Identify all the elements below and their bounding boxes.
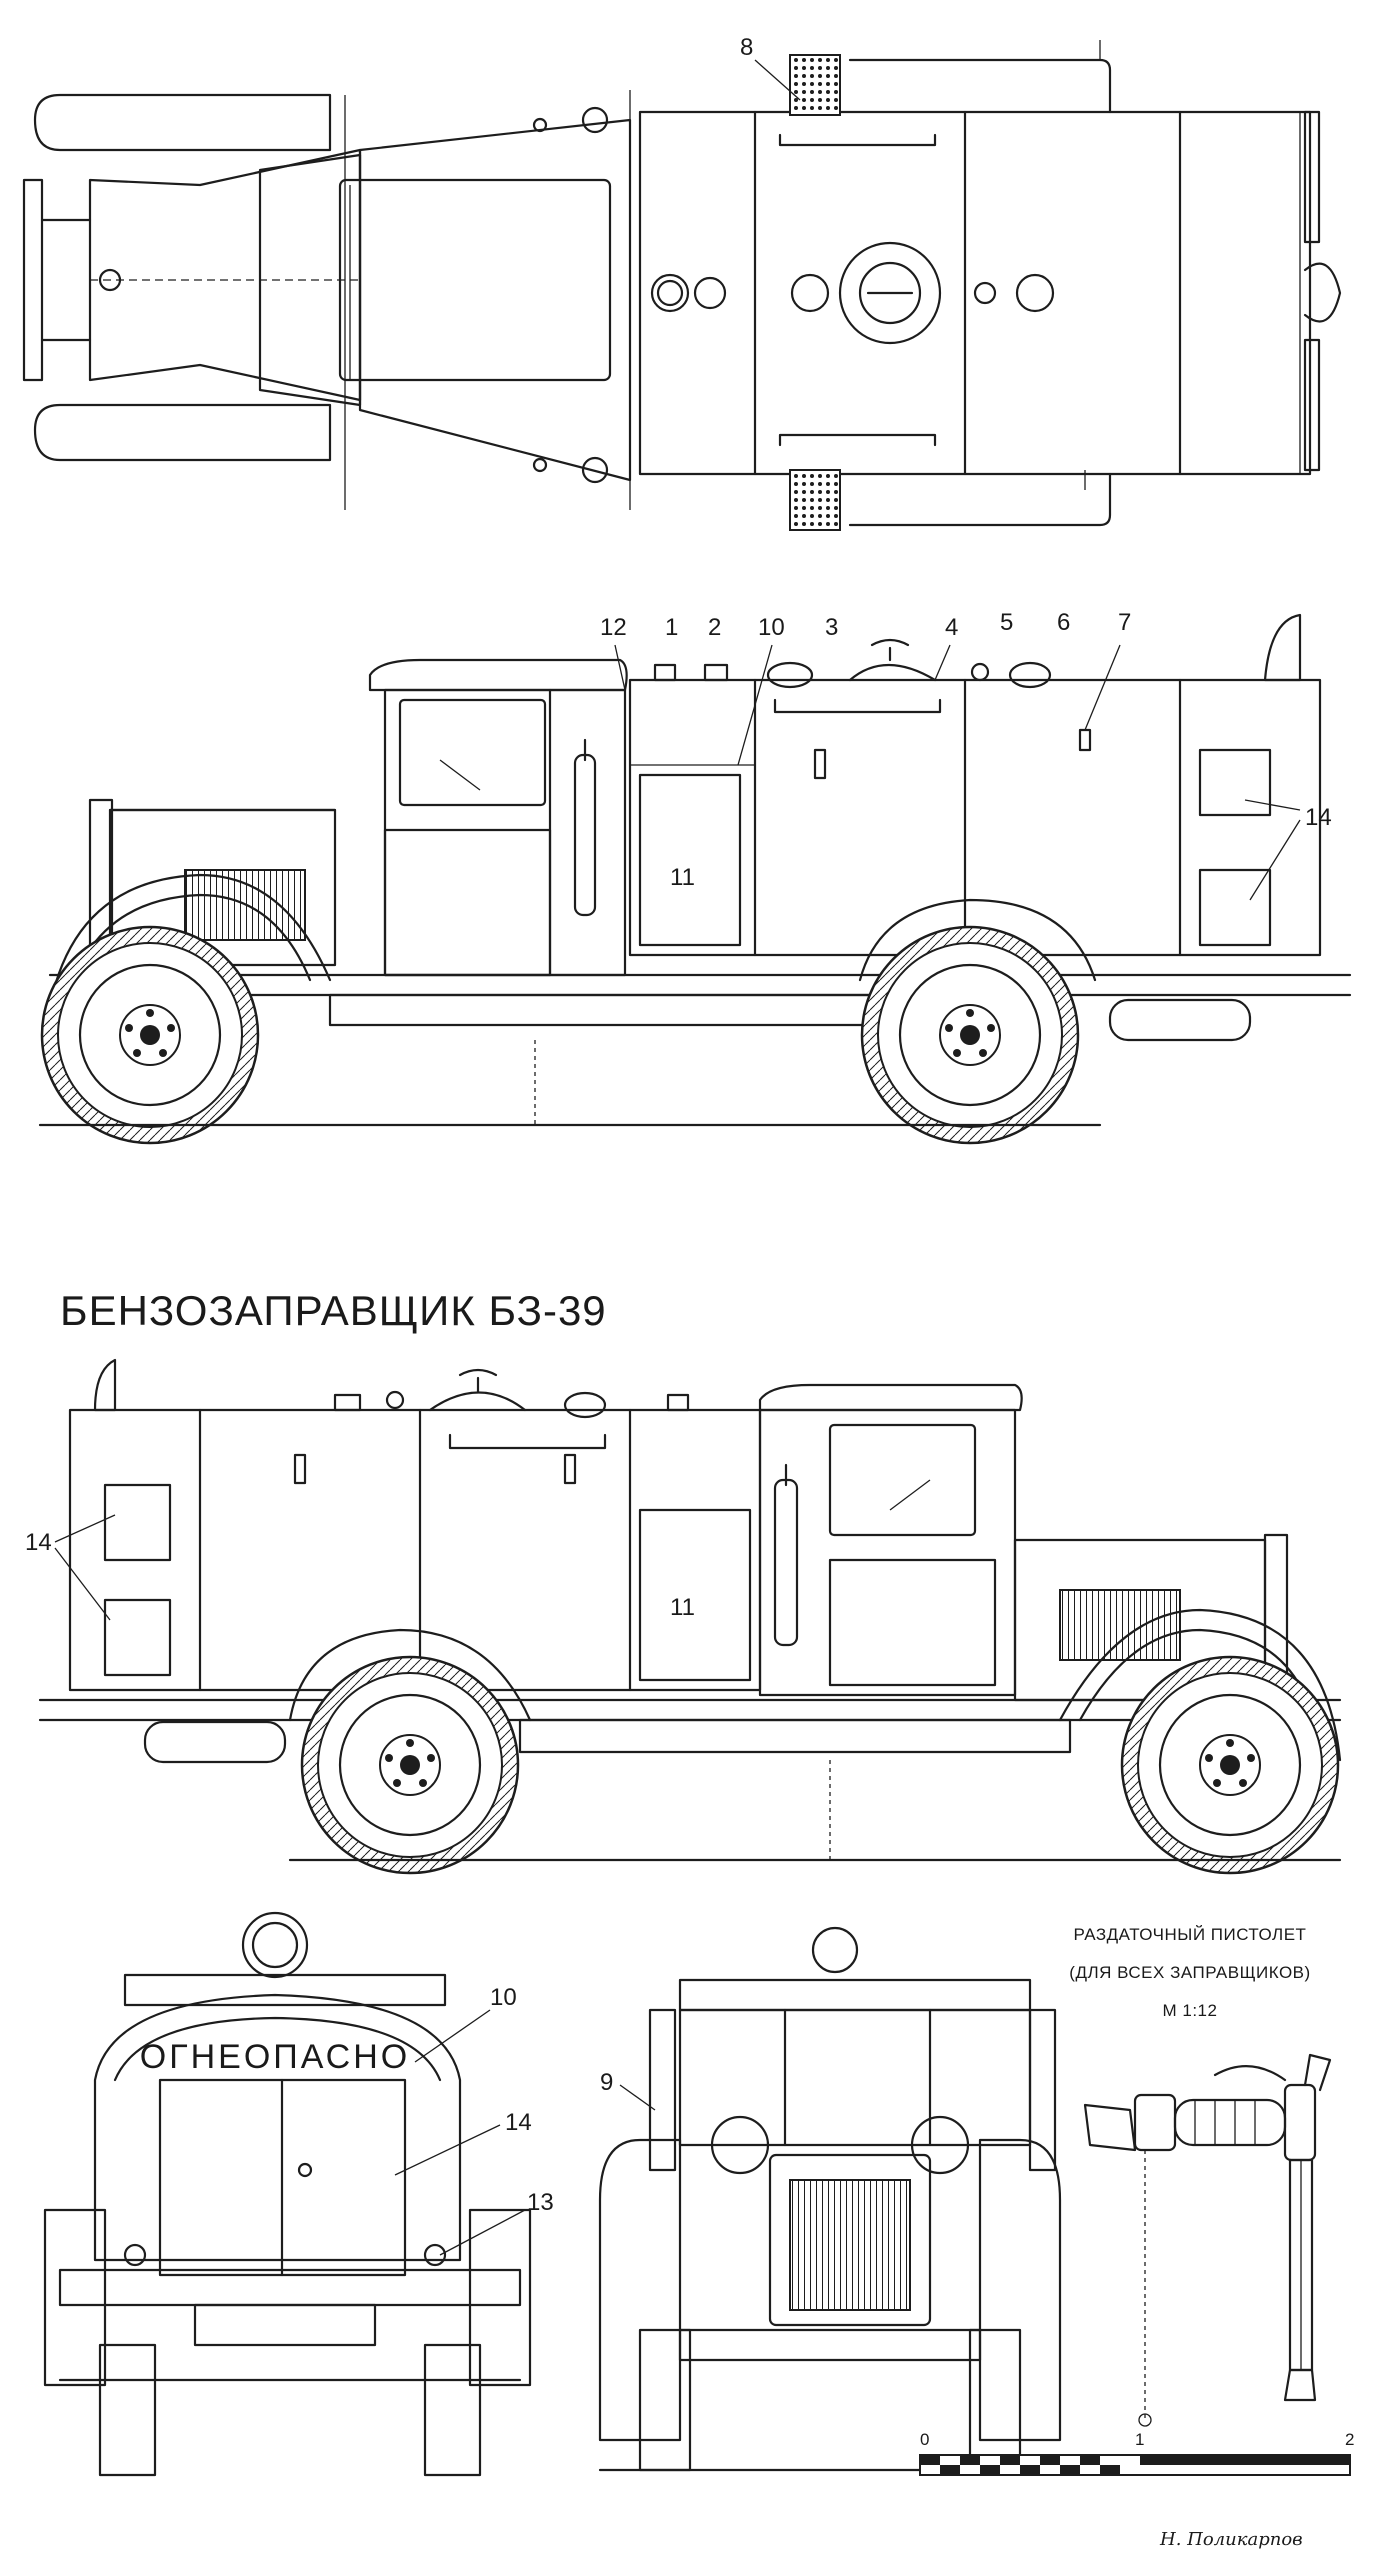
callout-1: 1 bbox=[665, 614, 678, 641]
callout-7: 7 bbox=[1118, 609, 1131, 636]
callout-11: 11 bbox=[670, 864, 695, 891]
scale-bar: 0 1 2 bbox=[919, 2430, 1355, 2476]
callout-14-right: 14 bbox=[25, 1529, 52, 1556]
front-plate-text: ОГНЕОПАСНО bbox=[140, 2038, 410, 2076]
nozzle-title: РАЗДАТОЧНЫЙ ПИСТОЛЕТ bbox=[1074, 1925, 1307, 1944]
callout-2: 2 bbox=[708, 614, 721, 641]
callouts-front: 9 bbox=[600, 2069, 656, 2111]
rear-view: ОГНЕОПАСНО bbox=[43, 1911, 532, 2477]
callouts-side-right: 14 11 bbox=[25, 1514, 695, 1621]
callout-13-rear: 13 bbox=[527, 2189, 554, 2216]
callout-5: 5 bbox=[1000, 609, 1013, 636]
side-view-right bbox=[38, 1358, 1342, 1875]
callout-10: 10 bbox=[758, 614, 785, 641]
callout-6: 6 bbox=[1057, 609, 1070, 636]
callout-14-rear: 14 bbox=[505, 2109, 532, 2136]
scale-label-2: 2 bbox=[1345, 2430, 1355, 2449]
nozzle-subtitle: (ДЛЯ ВСЕХ ЗАПРАВЩИКОВ) bbox=[1069, 1963, 1310, 1982]
drawing-title: БЕНЗОЗАПРАВЩИК БЗ-39 bbox=[60, 1287, 607, 1334]
side-view-left bbox=[38, 613, 1352, 1145]
nozzle-scale: М 1:12 bbox=[1163, 2001, 1218, 2020]
callout-9-front: 9 bbox=[600, 2069, 613, 2096]
callout-12: 12 bbox=[600, 614, 627, 641]
scale-label-0: 0 bbox=[920, 2430, 930, 2449]
callout-8: 8 bbox=[740, 34, 753, 61]
callouts-side-left: 12 1 2 10 3 4 5 6 7 14 11 bbox=[600, 609, 1332, 901]
callout-3: 3 bbox=[825, 614, 838, 641]
scale-label-1: 1 bbox=[1135, 2430, 1145, 2449]
callout-14: 14 bbox=[1305, 804, 1332, 831]
nozzle-inset: РАЗДАТОЧНЫЙ ПИСТОЛЕТ (ДЛЯ ВСЕХ ЗАПРАВЩИК… bbox=[1069, 1925, 1332, 2427]
callout-4: 4 bbox=[945, 614, 958, 641]
callout-11-right: 11 bbox=[670, 1594, 695, 1621]
callout-10-rear: 10 bbox=[490, 1984, 517, 2011]
author-signature: Н. Поликарпов bbox=[1159, 2529, 1303, 2550]
front-view bbox=[598, 1926, 1062, 2472]
callouts-rear: 10 14 13 bbox=[394, 1984, 554, 2256]
top-view bbox=[22, 40, 1342, 531]
